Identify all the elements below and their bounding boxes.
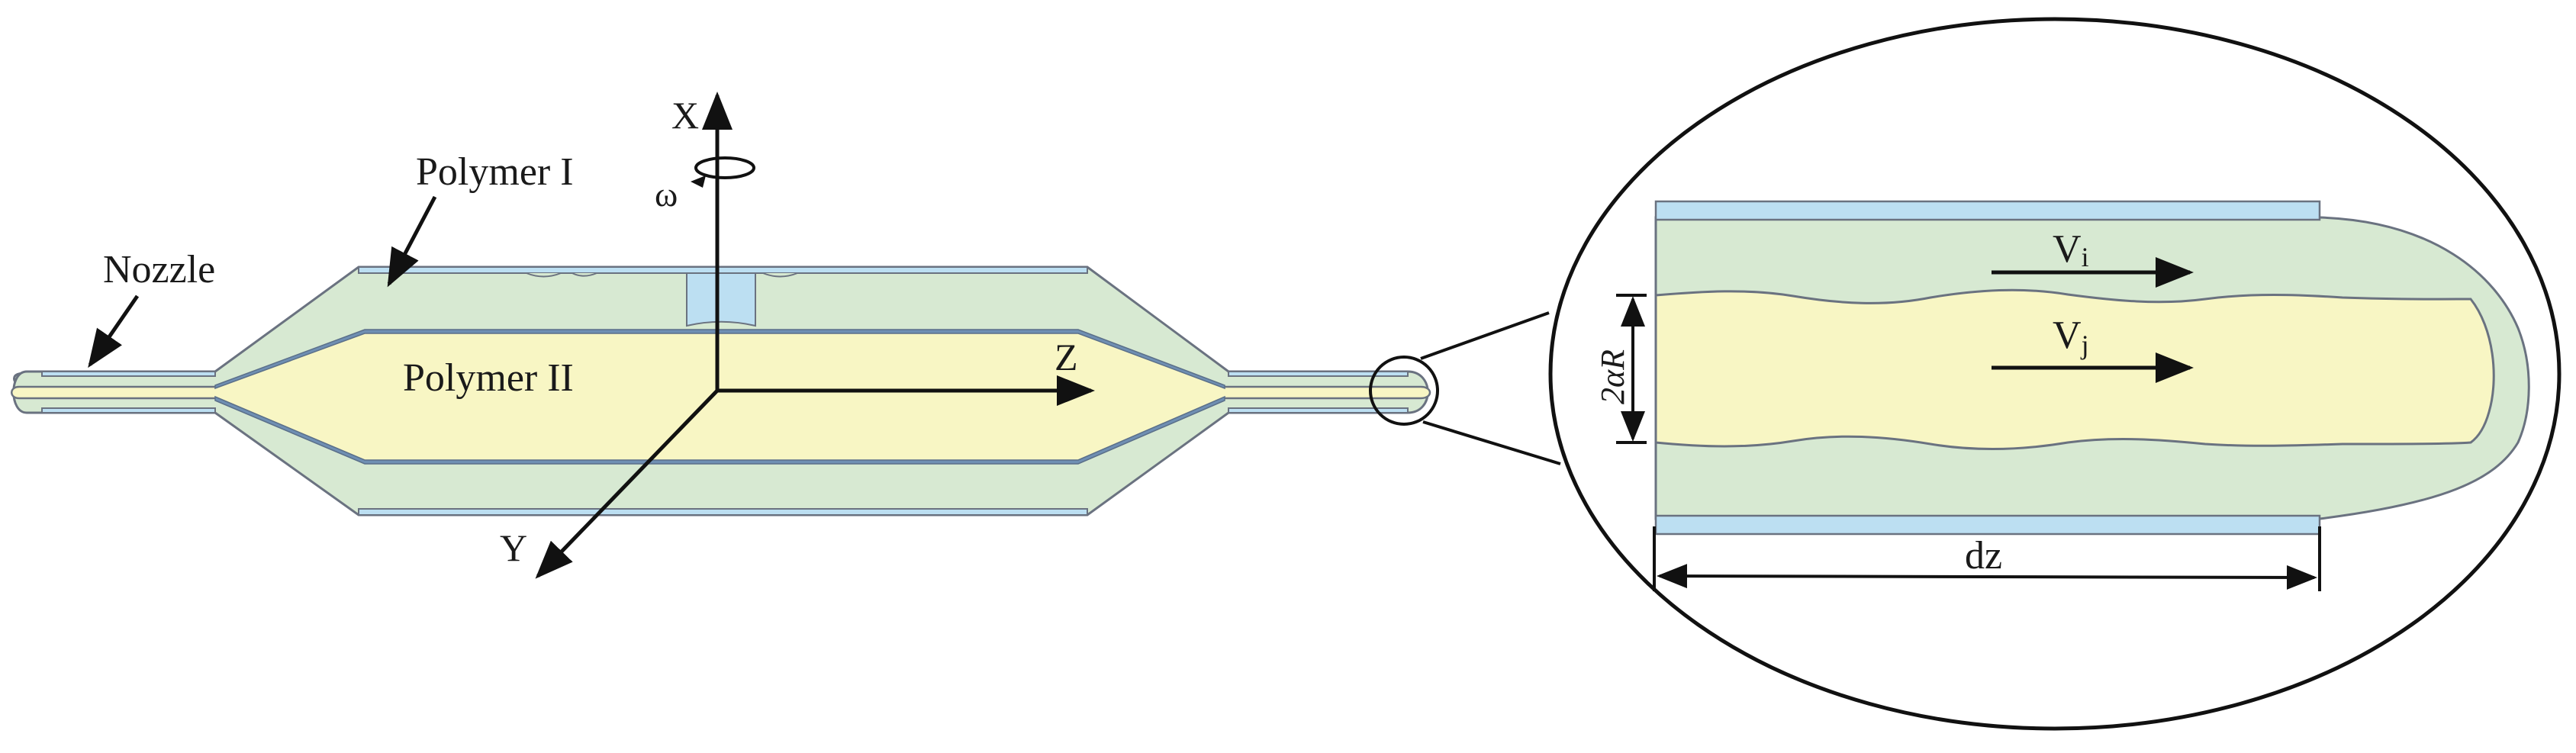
rotation-arrow-icon bbox=[691, 175, 706, 188]
nozzle-left-wall-top bbox=[41, 371, 216, 377]
velocity-j-label: Vj bbox=[2053, 314, 2089, 360]
inner-liner-bottom bbox=[214, 395, 1225, 465]
nozzle-right-wall-top bbox=[1228, 371, 1409, 377]
velocity-i-label: Vi bbox=[2053, 227, 2089, 272]
thickness-label: 2αR bbox=[1594, 349, 1631, 404]
top-wall bbox=[358, 266, 1088, 274]
axis-y-line bbox=[535, 389, 719, 579]
zoom-line-top bbox=[1420, 311, 1550, 360]
feed-channel bbox=[686, 272, 756, 327]
polymer-1-label: Polymer I bbox=[416, 150, 574, 194]
nozzle-label: Nozzle bbox=[103, 248, 215, 291]
omega-label: ω bbox=[655, 175, 678, 214]
zoom-circle bbox=[1369, 356, 1439, 426]
component-labels: Nozzle Polymer I Polymer II bbox=[88, 150, 574, 400]
axis-x-label: X bbox=[671, 94, 699, 137]
magnified-bottom-wall bbox=[1654, 514, 2321, 536]
rotation-icon bbox=[694, 156, 755, 179]
polymer-2-label: Polymer II bbox=[403, 356, 574, 400]
axis-z-label: Z bbox=[1055, 336, 1078, 378]
bottom-wall bbox=[358, 508, 1088, 516]
zoom-line-bottom bbox=[1422, 420, 1561, 465]
polymer-1-leader bbox=[387, 195, 437, 288]
magnified-top-wall bbox=[1654, 200, 2321, 221]
coordinate-axes: X Z Y ω bbox=[500, 92, 1095, 579]
inner-liner-top bbox=[214, 329, 1225, 390]
axis-y-label: Y bbox=[500, 526, 527, 569]
wall-notches bbox=[526, 272, 798, 278]
inner-core bbox=[11, 330, 1431, 463]
nozzle-left-wall-bottom bbox=[41, 407, 216, 414]
nozzle-right-wall-bottom bbox=[1228, 407, 1409, 414]
magnified-view: Vi Vj 2αR dz bbox=[1548, 17, 2562, 731]
dz-dimension bbox=[1657, 564, 2317, 590]
nozzle-leader bbox=[88, 294, 140, 368]
dz-label: dz bbox=[1965, 534, 2002, 578]
